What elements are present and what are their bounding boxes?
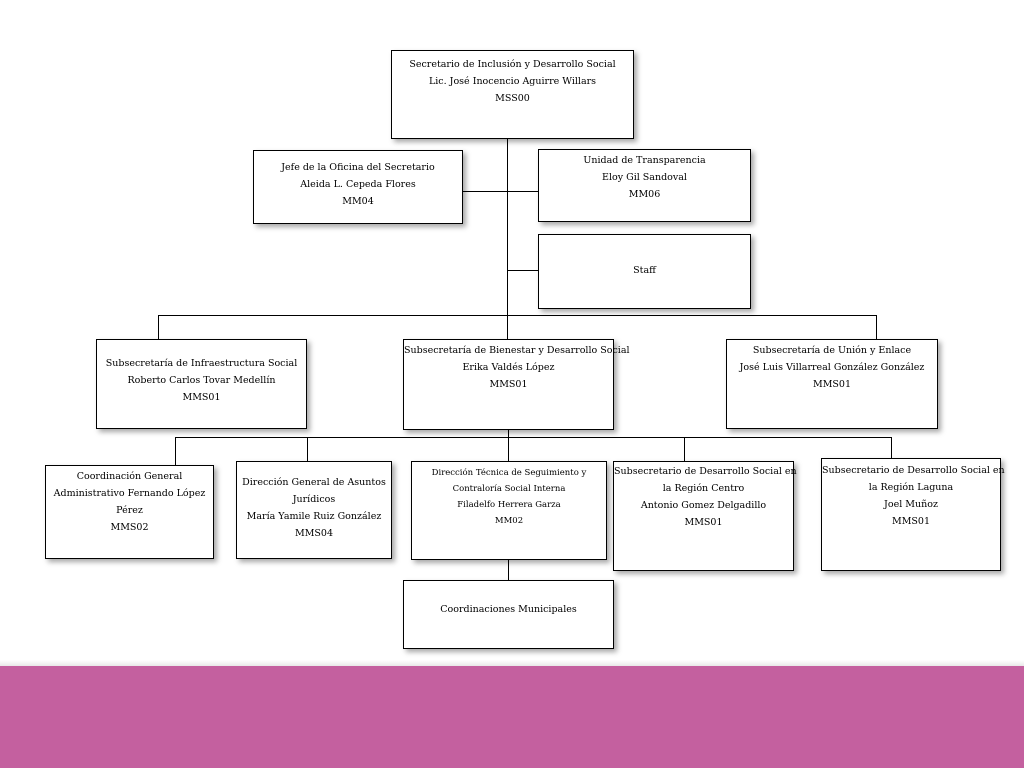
secretario-code: MSS00 bbox=[495, 93, 530, 104]
connector-jefe bbox=[462, 191, 507, 192]
sub-union-name: José Luis Villarreal González González bbox=[739, 362, 925, 373]
transparencia-title: Unidad de Transparencia bbox=[583, 155, 706, 166]
box-transparencia: Unidad de Transparencia Eloy Gil Sandova… bbox=[538, 149, 751, 222]
box-dir-juridicos: Dirección General de Asuntos Jurídicos M… bbox=[236, 461, 392, 559]
dir-juridicos-name: María Yamile Ruiz González bbox=[246, 511, 382, 522]
coord-general-line-1: Coordinación General bbox=[76, 471, 183, 482]
box-coord-general: Coordinación General Administrativo Fern… bbox=[45, 465, 214, 559]
box-jefe-oficina: Jefe de la Oficina del Secretario Aleida… bbox=[253, 150, 463, 224]
dir-tecnica-code: MM02 bbox=[494, 516, 524, 526]
connector-main-trunk bbox=[507, 138, 508, 429]
org-chart: Secretario de Inclusión y Desarrollo Soc… bbox=[45, 50, 1005, 649]
jefe-oficina-code: MM04 bbox=[342, 196, 374, 207]
connector-sub-centro bbox=[684, 437, 685, 462]
dir-juridicos-line-1: Dirección General de Asuntos bbox=[242, 477, 386, 488]
coord-municipales-label: Coordinaciones Municipales bbox=[440, 604, 577, 615]
connector-dir-juridicos bbox=[307, 437, 308, 462]
connector-sub-union bbox=[876, 315, 877, 340]
box-sub-union: Subsecretaría de Unión y Enlace José Lui… bbox=[726, 339, 938, 429]
jefe-oficina-title: Jefe de la Oficina del Secretario bbox=[281, 162, 435, 173]
dir-tecnica-name: Filadelfo Herrera Garza bbox=[457, 500, 561, 510]
sub-infraestructura-code: MMS01 bbox=[182, 392, 221, 403]
secretario-title: Secretario de Inclusión y Desarrollo Soc… bbox=[409, 59, 616, 70]
sub-laguna-line-2: la Región Laguna bbox=[868, 482, 954, 493]
sub-centro-line-2: la Región Centro bbox=[662, 483, 745, 494]
sub-laguna-code: MMS01 bbox=[891, 516, 931, 527]
sub-centro-code: MMS01 bbox=[684, 517, 723, 528]
sub-union-title: Subsecretaría de Unión y Enlace bbox=[752, 345, 912, 356]
sub-laguna-name: Joel Muñoz bbox=[884, 499, 938, 510]
connector-sub-infraestructura bbox=[158, 315, 159, 340]
dir-tecnica-line-2: Contraloría Social Interna bbox=[452, 484, 566, 494]
connector-transparencia bbox=[508, 191, 539, 192]
sub-infraestructura-name: Roberto Carlos Tovar Medellín bbox=[127, 375, 276, 386]
box-coord-municipales: Coordinaciones Municipales bbox=[403, 580, 614, 649]
jefe-oficina-name: Aleida L. Cepeda Flores bbox=[300, 179, 416, 190]
box-dir-tecnica: Dirección Técnica de Seguimiento y Contr… bbox=[411, 461, 607, 560]
box-sub-laguna: Subsecretario de Desarrollo Social en la… bbox=[821, 458, 1005, 571]
transparencia-name: Eloy Gil Sandoval bbox=[602, 172, 687, 183]
transparencia-code: MM06 bbox=[628, 189, 661, 200]
footer-band bbox=[0, 666, 1024, 768]
connector-dir-tecnica bbox=[508, 429, 509, 462]
sub-bienestar-title: Subsecretaría de Bienestar y Desarrollo … bbox=[404, 345, 630, 356]
box-sub-centro: Subsecretario de Desarrollo Social en la… bbox=[613, 461, 797, 571]
connector-level2-bar bbox=[158, 315, 877, 316]
sub-infraestructura-title: Subsecretaría de Infraestructura Social bbox=[105, 358, 298, 369]
sub-bienestar-code: MMS01 bbox=[489, 379, 528, 390]
box-sub-bienestar: Subsecretaría de Bienestar y Desarrollo … bbox=[403, 339, 630, 430]
box-staff: Staff bbox=[538, 234, 751, 309]
connector-sub-laguna bbox=[891, 437, 892, 459]
connector-level3-bar bbox=[175, 437, 892, 438]
dir-tecnica-line-1: Dirección Técnica de Seguimiento y bbox=[431, 468, 587, 478]
connector-coord-general bbox=[175, 437, 176, 466]
footer-band-shadow bbox=[0, 660, 1024, 670]
box-secretario: Secretario de Inclusión y Desarrollo Soc… bbox=[391, 50, 634, 139]
secretario-name: Lic. José Inocencio Aguirre Willars bbox=[428, 76, 597, 87]
box-sub-infraestructura: Subsecretaría de Infraestructura Social … bbox=[96, 339, 307, 429]
dir-juridicos-code: MMS04 bbox=[294, 528, 334, 539]
coord-general-line-2: Administrativo Fernando López bbox=[53, 488, 206, 499]
dir-juridicos-line-2: Jurídicos bbox=[292, 494, 336, 505]
sub-bienestar-name: Erika Valdés López bbox=[462, 362, 555, 373]
staff-label: Staff bbox=[633, 265, 656, 276]
sub-union-code: MMS01 bbox=[812, 379, 852, 390]
sub-laguna-line-1: Subsecretario de Desarrollo Social en bbox=[822, 465, 1005, 476]
connector-staff bbox=[508, 270, 539, 271]
coord-general-line-3: Pérez bbox=[116, 505, 143, 516]
coord-general-code: MMS02 bbox=[110, 522, 149, 533]
sub-centro-name: Antonio Gomez Delgadillo bbox=[640, 500, 767, 511]
sub-centro-line-1: Subsecretario de Desarrollo Social en bbox=[614, 466, 797, 477]
connector-coord-municipales bbox=[508, 559, 509, 581]
